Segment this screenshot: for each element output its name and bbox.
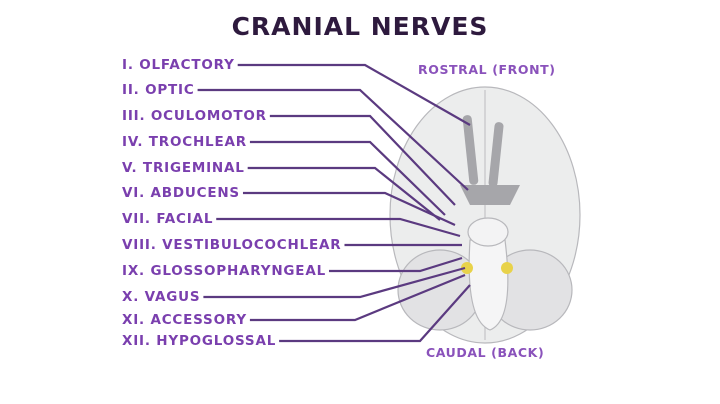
nerve-structures xyxy=(460,115,520,274)
nerve-label: VI. ABDUCENS xyxy=(122,185,240,201)
nerve-label: I. OLFACTORY xyxy=(122,57,235,73)
nerve-label: VII. FACIAL xyxy=(122,211,214,227)
leader-line xyxy=(249,273,466,322)
caudal-label: CAUDAL (BACK) xyxy=(426,345,545,360)
nerve-label: IX. GLOSSOPHARYNGEAL xyxy=(122,263,326,279)
leader-line xyxy=(269,114,456,206)
nerve-label: IV. TROCHLEAR xyxy=(122,134,247,150)
nerve-label: VIII. VESTIBULOCOCHLEAR xyxy=(122,237,342,253)
rostral-label: ROSTRAL (FRONT) xyxy=(418,62,556,77)
leader-line xyxy=(197,88,469,191)
leader-line xyxy=(242,191,456,227)
leader-line xyxy=(279,284,471,343)
nerve-label: V. TRIGEMINAL xyxy=(122,160,245,176)
nerve-label: XI. ACCESSORY xyxy=(122,312,247,328)
leader-lines xyxy=(197,63,471,343)
diagram-title: CRANIAL NERVES xyxy=(231,12,489,41)
nerve-label: XII. HYPOGLOSSAL xyxy=(122,333,277,349)
leader-line xyxy=(249,140,446,216)
leader-line xyxy=(203,266,466,299)
leader-line xyxy=(328,256,463,273)
nerve-label: X. VAGUS xyxy=(122,289,201,305)
leader-line xyxy=(216,217,461,238)
nerve-label: II. OPTIC xyxy=(122,82,195,98)
leader-line xyxy=(247,166,441,221)
leader-line xyxy=(237,63,471,126)
nerve-label: III. OCULOMOTOR xyxy=(122,108,267,124)
brain xyxy=(389,86,581,344)
